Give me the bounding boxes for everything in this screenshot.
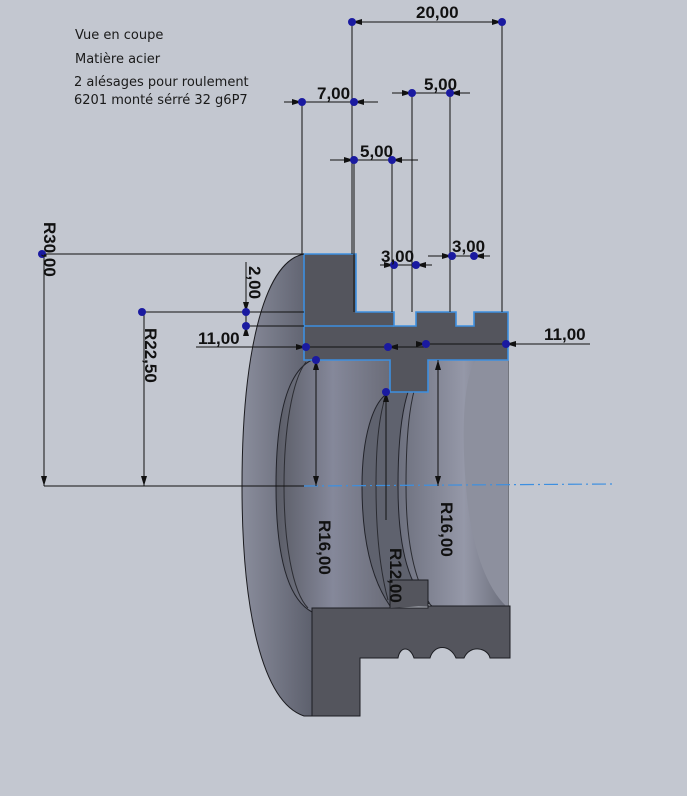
dim-r12: R12,00: [386, 548, 405, 603]
dim-5-top: 5,00: [424, 75, 457, 94]
dimension-arrows: [41, 19, 516, 486]
dim-3-right: 3,00: [452, 237, 485, 256]
note-section-view: Vue en coupe: [75, 28, 164, 43]
note-bearing-fit: 6201 monté sérré 32 g6P7: [74, 93, 248, 108]
note-bores: 2 alésages pour roulement: [74, 75, 249, 90]
dim-7: 7,00: [317, 84, 350, 103]
sketch-points[interactable]: [38, 18, 510, 396]
dim-r16-left: R16,00: [315, 520, 334, 575]
dim-11-right: 11,00: [544, 325, 586, 344]
dim-r30: R30,00: [40, 222, 59, 277]
dim-5-mid: 5,00: [360, 142, 393, 161]
dim-20: 20,00: [416, 3, 459, 22]
dim-2: 2,00: [245, 266, 264, 299]
dimension-labels[interactable]: 20,00 7,00 5,00 5,00 3,00 3,00 11,00 11,…: [40, 3, 586, 603]
dim-r22-5: R22,50: [141, 328, 160, 383]
dim-11-left: 11,00: [198, 329, 240, 348]
dim-3-left: 3,00: [381, 247, 414, 266]
dim-r16-right: R16,00: [437, 502, 456, 557]
note-material: Matière acier: [75, 52, 161, 67]
